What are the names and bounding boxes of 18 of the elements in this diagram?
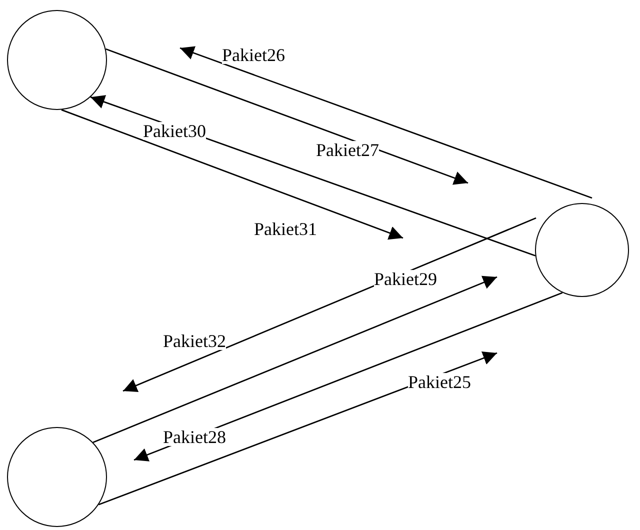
arrow [90,95,536,256]
edge-label: Pakiet25 [408,373,471,391]
arrow [180,46,592,199]
edge-label: Pakiet27 [316,141,379,159]
edge-label: Pakiet26 [222,46,285,64]
arrow [106,48,468,185]
circle-node [7,427,107,527]
edge-label: Pakiet29 [374,270,437,288]
edge-label: Pakiet31 [254,220,317,238]
edge-label: Pakiet30 [143,122,206,140]
edge-label: Pakiet32 [163,332,226,350]
circle-node [7,10,107,110]
edge-label: Pakiet28 [163,428,226,446]
arrow [61,109,404,240]
arrow [134,292,563,462]
arrow [92,276,498,444]
circle-node [535,203,629,297]
arrow [98,351,498,506]
